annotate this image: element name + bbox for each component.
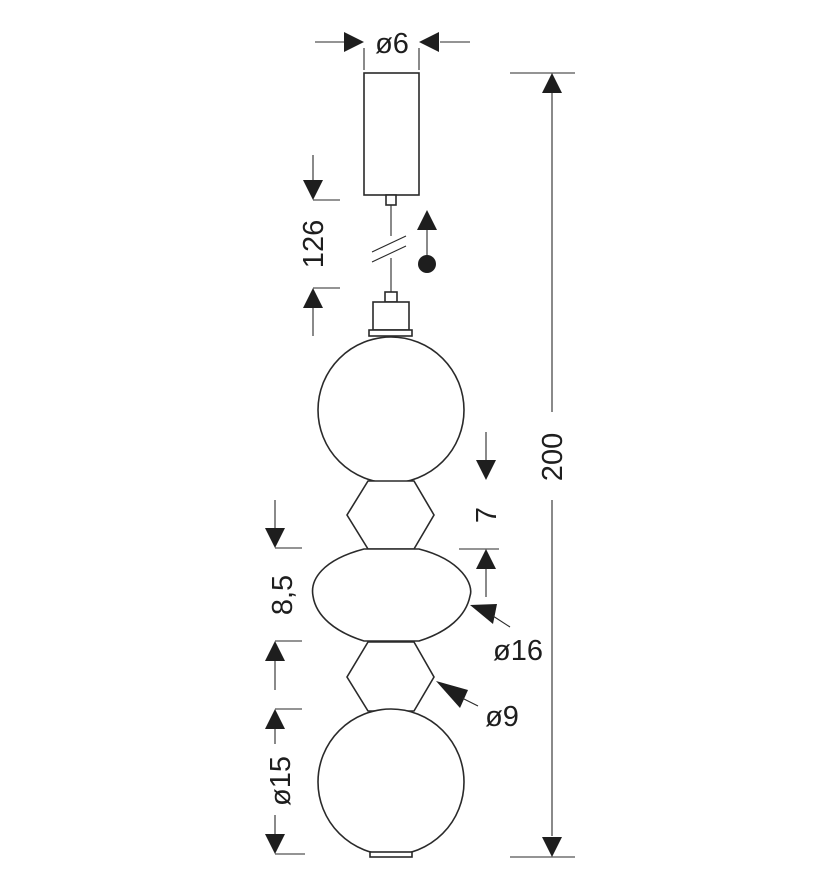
middle-height-dimension: 8,5 xyxy=(265,500,302,690)
adjustable-cable-icon xyxy=(417,210,437,273)
lower-crystal-bead xyxy=(346,641,435,712)
bead-diameter-label: ø9 xyxy=(485,701,519,733)
total-height-label: 200 xyxy=(537,433,569,481)
bead-diameter-callout: ø9 xyxy=(436,681,519,733)
canopy-diameter-dimension: ø6 xyxy=(315,28,470,60)
bottom-glass-globe xyxy=(317,708,465,856)
top-glass-globe xyxy=(317,336,465,484)
gap-height-label: 7 xyxy=(471,507,503,523)
cable-length-dimension: 126 xyxy=(298,155,340,336)
middle-oval-shade xyxy=(311,548,472,642)
globe-diameter-dimension: ø15 xyxy=(265,708,305,855)
gap-height-dimension: 7 xyxy=(459,432,503,597)
middle-diameter-callout: ø16 xyxy=(470,604,543,667)
total-height-dimension: 200 xyxy=(510,72,575,858)
suspension-cable xyxy=(368,194,413,337)
middle-diameter-label: ø16 xyxy=(493,635,543,667)
cable-length-label: 126 xyxy=(298,220,330,268)
ceiling-canopy xyxy=(363,48,420,196)
upper-crystal-bead xyxy=(346,480,435,550)
canopy-diameter-label: ø6 xyxy=(375,28,409,60)
globe-diameter-label: ø15 xyxy=(265,756,297,806)
middle-height-label: 8,5 xyxy=(267,575,299,615)
